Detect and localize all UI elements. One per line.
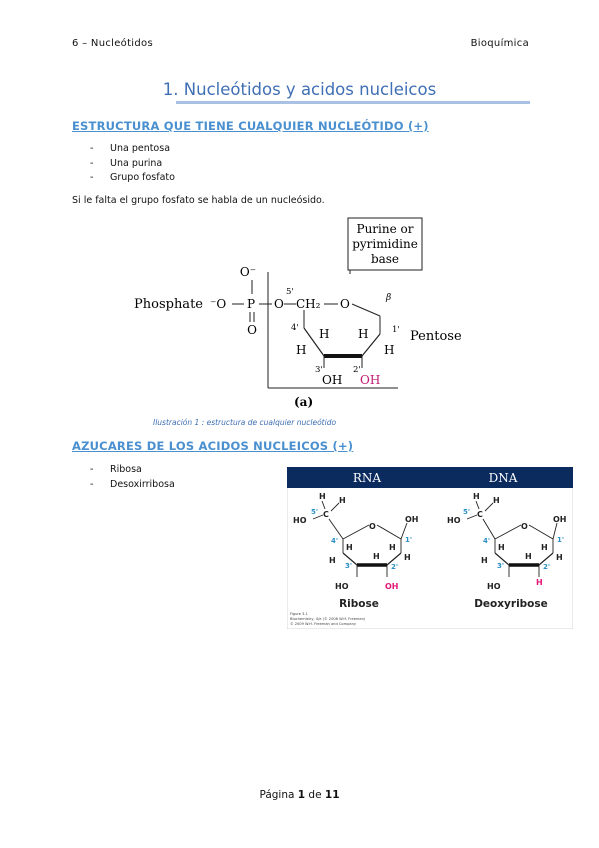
svg-text:H: H — [339, 496, 346, 505]
page-footer: Página 1 de 11 — [259, 789, 340, 801]
ring-oxygen: O — [340, 297, 350, 311]
svg-text:4': 4' — [483, 537, 490, 545]
section1-list: Una pentosa Una purina Grupo fosfato — [90, 142, 175, 186]
list-item: Grupo fosfato — [90, 171, 175, 186]
svg-text:C: C — [477, 510, 483, 519]
svg-text:3': 3' — [497, 562, 504, 570]
ribose-structure: H 5' C H HO O 4' 1' OH H H H 3' 2' H H H… — [293, 492, 419, 610]
h-1-bottom: H — [384, 343, 394, 357]
svg-text:H: H — [473, 492, 480, 501]
svg-text:H: H — [346, 543, 353, 552]
svg-text:1': 1' — [557, 536, 564, 544]
svg-text:1': 1' — [405, 536, 412, 544]
page-title: 1. Nucleótidos y acidos nucleicos — [162, 80, 437, 99]
list-item: Una purina — [90, 157, 175, 172]
oh-3: OH — [322, 373, 342, 387]
svg-text:H: H — [556, 553, 563, 562]
section2-list: Ribosa Desoxirribosa — [90, 463, 175, 492]
ester-o: O — [274, 297, 284, 311]
phosphate-bottom-o: O — [247, 323, 257, 337]
oh-2-highlight: OH — [360, 373, 380, 387]
dna-header: DNA — [489, 471, 518, 485]
list-item: Una pentosa — [90, 142, 175, 157]
phosphorus: P — [247, 297, 255, 311]
svg-text:H: H — [404, 553, 411, 562]
panel-label: (a) — [294, 395, 313, 409]
svg-text:© 2009 W.H. Freeman and Compan: © 2009 W.H. Freeman and Company — [290, 622, 357, 626]
svg-text:3': 3' — [345, 562, 352, 570]
svg-text:O: O — [369, 522, 376, 531]
list-item: Ribosa — [90, 463, 175, 478]
phosphate-left-o: ⁻O — [210, 297, 226, 311]
figure2-fine-print: Figure 3.1 Biochemistry, 4/e (© 2008 W.H… — [290, 612, 366, 626]
svg-text:H: H — [493, 496, 500, 505]
svg-text:2': 2' — [391, 563, 398, 571]
carbon-5-label: 5' — [286, 287, 294, 297]
svg-text:H: H — [536, 578, 543, 587]
svg-text:OH: OH — [553, 515, 567, 524]
carbon-1-label: 1' — [392, 325, 400, 335]
current-page: 1 — [297, 789, 306, 801]
svg-text:5': 5' — [463, 508, 470, 516]
svg-text:OH: OH — [405, 515, 419, 524]
svg-text:H: H — [329, 556, 336, 565]
figure2-header-bar — [287, 467, 573, 488]
svg-text:Figure 3.1: Figure 3.1 — [290, 612, 308, 616]
section1-paragraph: Si le falta el grupo fosfato se habla de… — [72, 195, 325, 206]
svg-text:C: C — [323, 510, 329, 519]
ch2-group: CH₂ — [296, 297, 321, 311]
svg-text:HO: HO — [487, 582, 501, 591]
carbon-2-label: 2' — [353, 365, 361, 375]
svg-text:H: H — [373, 552, 380, 561]
base-label-line3: base — [371, 252, 399, 266]
svg-text:H: H — [498, 543, 505, 552]
base-label-line2: pyrimidine — [352, 237, 418, 251]
svg-text:HO: HO — [335, 582, 349, 591]
ribose-name: Ribose — [339, 598, 379, 610]
deoxyribose-name: Deoxyribose — [474, 598, 548, 610]
pentose-label: Pentose — [410, 329, 462, 344]
header-right: Bioquímica — [470, 38, 529, 49]
svg-text:2': 2' — [543, 563, 550, 571]
deoxyribose-structure: H 5' C H HO O 4' 1' OH H H H 3' 2' H H H… — [447, 492, 567, 610]
svg-text:HO: HO — [447, 516, 461, 525]
svg-text:H: H — [319, 492, 326, 501]
total-pages: 11 — [324, 789, 340, 801]
phosphate-top-o: O⁻ — [240, 265, 256, 279]
phosphate-label: Phosphate — [134, 297, 203, 312]
svg-text:4': 4' — [331, 537, 338, 545]
svg-text:O: O — [521, 522, 528, 531]
svg-text:HO: HO — [293, 516, 307, 525]
h-4-bottom: H — [296, 343, 306, 357]
carbon-3-label: 3' — [315, 365, 323, 375]
h-1-top: H — [358, 327, 368, 341]
svg-text:H: H — [481, 556, 488, 565]
svg-text:H: H — [525, 552, 532, 561]
ribose-deoxyribose-figure: RNA DNA H 5' C H HO O 4' 1' OH H H H 3' … — [287, 467, 573, 629]
nucleotide-structure-figure: Purine or pyrimidine base Phosphate O⁻ ⁻… — [134, 217, 462, 409]
svg-text:Biochemistry, 4/e (© 2008 W.H.: Biochemistry, 4/e (© 2008 W.H. Freeman) — [290, 617, 366, 621]
svg-text:H: H — [389, 543, 396, 552]
section2-heading: AZUCARES DE LOS ACIDOS NUCLEICOS (+) — [72, 439, 354, 453]
rna-header: RNA — [353, 471, 382, 485]
list-item: Desoxirribosa — [90, 478, 175, 493]
h-4-top: H — [319, 327, 329, 341]
svg-text:5': 5' — [311, 508, 318, 516]
beta-label: β — [385, 293, 391, 303]
title-underline — [176, 101, 530, 104]
carbon-4-label: 4' — [291, 323, 299, 333]
base-label-line1: Purine or — [357, 222, 414, 236]
figure1-caption: Ilustración 1 : estructura de cualquier … — [153, 418, 337, 427]
section1-heading: ESTRUCTURA QUE TIENE CUALQUIER NUCLEÓTID… — [72, 119, 429, 133]
svg-text:OH: OH — [385, 582, 399, 591]
svg-text:H: H — [541, 543, 548, 552]
header-left: 6 – Nucleótidos — [72, 38, 153, 49]
